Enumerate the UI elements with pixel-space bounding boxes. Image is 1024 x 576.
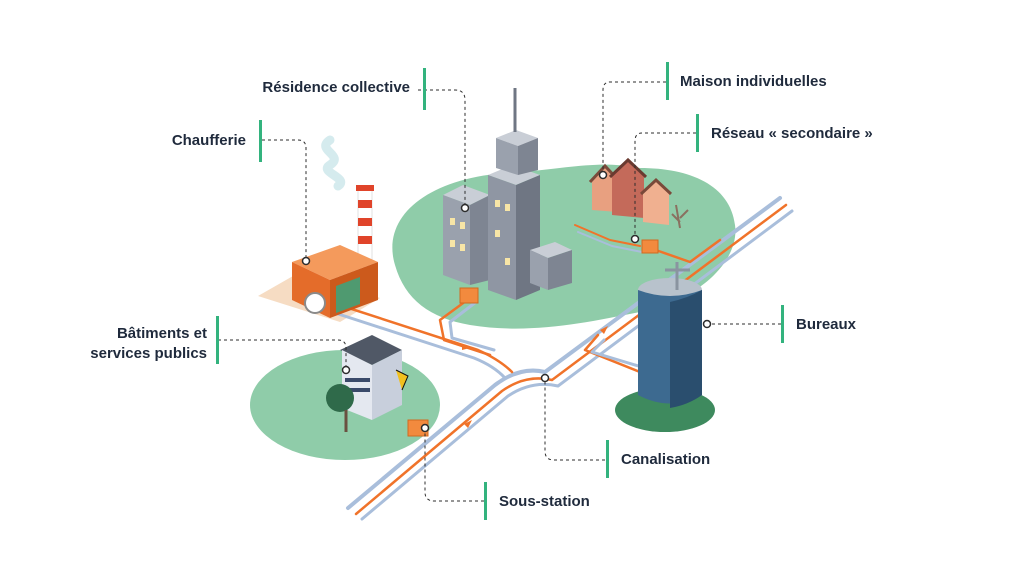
- label-residence-collective: Résidence collective: [262, 79, 410, 96]
- label-batiments-line2: services publics: [90, 345, 207, 362]
- public-building: [326, 335, 409, 432]
- accent-bar-chaufferie: [259, 120, 262, 162]
- accent-bar-maison: [666, 62, 669, 100]
- label-sous-station: Sous-station: [499, 493, 590, 510]
- accent-bar-bureaux: [781, 305, 784, 343]
- accent-bar-reseau: [696, 114, 699, 152]
- office-tower: [638, 262, 702, 408]
- label-maison-individuelles: Maison individuelles: [680, 73, 827, 90]
- accent-bar-sous-station: [484, 482, 487, 520]
- leader-lines: [218, 81, 781, 502]
- label-batiments-line1: Bâtiments et: [116, 325, 207, 342]
- accent-bar-batiments: [216, 316, 219, 364]
- accent-bar-residence: [423, 68, 426, 110]
- leader-dots: [301, 170, 712, 433]
- label-bureaux: Bureaux: [796, 316, 857, 333]
- chaufferie-building: [292, 135, 378, 318]
- flow-arrows: [462, 326, 608, 428]
- accent-bar-canalisation: [606, 440, 609, 478]
- label-canalisation: Canalisation: [621, 451, 711, 468]
- label-reseau-secondaire: Réseau « secondaire »: [711, 125, 873, 142]
- residence-towers: [443, 88, 572, 300]
- individual-houses: [588, 157, 689, 229]
- substations: [407, 239, 659, 437]
- label-chaufferie: Chaufferie: [171, 132, 246, 149]
- main-pipeline: [324, 196, 794, 521]
